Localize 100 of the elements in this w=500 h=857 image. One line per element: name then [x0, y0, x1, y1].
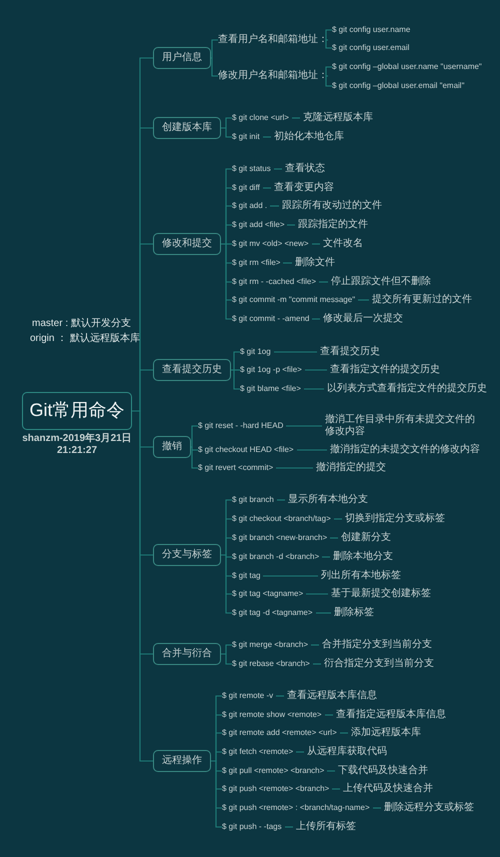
- command-text: $ git diff: [232, 183, 260, 193]
- connector-line: [276, 467, 313, 469]
- connector-line: [312, 243, 320, 245]
- command-text: $ git rm - -cached <file>: [232, 277, 316, 287]
- description-text: 撤消指定的未提交文件的修改内容: [330, 444, 480, 456]
- timestamp-text: shanzm-2019年3月21日 21:21:27: [21, 433, 133, 456]
- note-text: origin ： 默认远程版本库: [30, 332, 140, 345]
- command-text: $ git branch: [232, 495, 274, 505]
- command-text: $ git fetch <remote>: [222, 747, 294, 757]
- command-text: $ git remote -v: [222, 691, 274, 701]
- description-text: 文件改名: [323, 238, 363, 250]
- connector-line: [231, 369, 240, 390]
- connector-line: [287, 224, 295, 226]
- description-text: 上传所有标签: [296, 821, 356, 833]
- connector-line: [334, 518, 342, 520]
- connector-line: [325, 66, 332, 77]
- command-text: $ git tag: [232, 571, 260, 581]
- connector-line: [292, 117, 300, 119]
- description-text: 删除文件: [295, 257, 335, 269]
- connector-line: [325, 29, 332, 41]
- connector-line: [221, 653, 232, 665]
- command-text: $ git mv <old> <new>: [232, 239, 308, 249]
- description-text: 删除本地分支: [333, 551, 393, 563]
- command-text: $ git clone <url>: [232, 113, 289, 123]
- command-text: $ git push - -tags: [222, 822, 282, 832]
- connector-line: [190, 425, 198, 448]
- description-text: 修改最后一次提交: [323, 313, 403, 325]
- description-text: 停止跟踪文件但不删除: [331, 276, 431, 288]
- command-text: $ git checkout HEAD <file>: [198, 445, 294, 455]
- command-text: $ git blame <file>: [240, 384, 301, 394]
- command-text: $ git rm <file>: [232, 258, 280, 268]
- description-text: 删除远程分支或标签: [384, 802, 474, 814]
- description-text: 切换到指定分支或标签: [345, 513, 445, 525]
- connector-line: [319, 281, 328, 283]
- connector-line: [311, 644, 319, 646]
- command-text: $ git add .: [232, 201, 268, 211]
- root-topic-box: Git常用命令: [22, 392, 132, 430]
- description-text: 衍合指定分支到当前分支: [324, 658, 434, 670]
- description-text: 删除标签: [334, 607, 374, 619]
- command-text: $ git pull <remote> <branch>: [222, 766, 324, 776]
- connector-line: [285, 826, 293, 828]
- connector-line: [221, 243, 232, 320]
- command-text: $ git reset - -hard HEAD: [198, 421, 284, 431]
- command-text: $ git config user.email: [332, 43, 410, 53]
- command-text: $ git checkout <branch/tag>: [232, 514, 331, 524]
- description-text: 基于最新提交创建标签: [331, 588, 431, 600]
- connector-line: [304, 388, 324, 390]
- description-text: 查看状态: [285, 163, 325, 175]
- command-text: $ git push <remote> : <branch/tag-name>: [222, 803, 370, 813]
- connector-line: [313, 663, 321, 665]
- description-text: 查看指定远程版本库信息: [336, 709, 446, 721]
- connector-line: [296, 751, 304, 753]
- category-box: 分支与标签: [153, 544, 221, 566]
- description-text: 上传代码及快速合并: [343, 783, 433, 795]
- connector-line: [263, 187, 271, 189]
- command-text: $ git 1og -p <file>: [240, 365, 302, 375]
- connector-line: [276, 695, 284, 697]
- category-box: 远程操作: [153, 750, 211, 772]
- description-text: 列出所有本地标签: [321, 570, 401, 582]
- connector-line: [277, 499, 285, 501]
- connector-line: [306, 593, 328, 595]
- connector-line: [211, 760, 222, 828]
- connector-line: [305, 369, 327, 371]
- description-text: 以列表方式查看指定文件的提交历史: [327, 383, 487, 395]
- category-box: 撤销: [153, 436, 191, 458]
- connector-line: [231, 351, 240, 371]
- command-text: $ git merge <branch>: [232, 640, 308, 650]
- connector-line: [190, 446, 198, 469]
- description-text: 下载代码及快速合并: [338, 765, 428, 777]
- connector-line: [340, 732, 348, 734]
- command-text: $ git commit - -amend: [232, 314, 310, 324]
- command-text: $ git remote show <remote>: [222, 710, 322, 720]
- category-box: 查看提交历史: [153, 359, 231, 381]
- description-text: 撤消指定的提交: [316, 462, 386, 474]
- command-text: $ git revert <commit>: [198, 463, 274, 473]
- connector-line: [327, 770, 335, 772]
- connector-line: [332, 788, 340, 790]
- subheading-text: 修改用户名和邮箱地址：: [218, 70, 328, 82]
- command-text: $ git rebase <branch>: [232, 659, 310, 669]
- connector-line: [322, 556, 330, 558]
- command-text: $ git tag <tagname>: [232, 589, 304, 599]
- description-text: 从远程库获取代码: [307, 746, 387, 758]
- description-text: 跟踪所有改动过的文件: [282, 200, 382, 212]
- description-text: 查看远程版本库信息: [287, 690, 377, 702]
- connector-line: [221, 127, 232, 138]
- command-text: $ git status: [232, 164, 271, 174]
- category-box: 用户信息: [153, 47, 211, 69]
- description-text: 合并指定分支到当前分支: [322, 639, 432, 651]
- command-text: $ git config user.name: [332, 25, 410, 35]
- command-text: $ git push <remote> <branch>: [222, 784, 330, 794]
- connector-line: [373, 807, 381, 809]
- connector-line: [325, 75, 332, 87]
- command-text: $ git remote add <remote> <url>: [222, 728, 337, 738]
- connector-line: [283, 262, 292, 264]
- command-text: $ git config –global user.name "username": [332, 62, 482, 72]
- connector-line: [221, 554, 232, 614]
- connector-line: [325, 714, 333, 716]
- description-text: 显示所有本地分支: [288, 494, 368, 506]
- connector-line: [274, 168, 282, 170]
- category-box: 创建版本库: [153, 117, 221, 139]
